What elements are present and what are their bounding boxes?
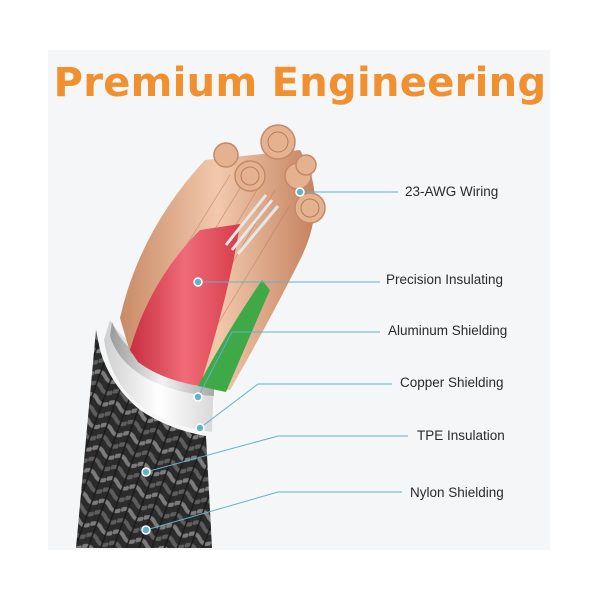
red-insulated-wire (130, 224, 240, 386)
label-23-awg-wiring: 23-AWG Wiring (405, 184, 499, 199)
label-tpe-insulation: TPE Insulation (417, 428, 505, 443)
label-aluminum-shielding: Aluminum Shielding (388, 323, 508, 338)
label-nylon-shielding: Nylon Shielding (410, 485, 504, 500)
page-title: Premium Engineering (53, 60, 547, 106)
silver-strands (224, 194, 280, 255)
label-copper-shielding: Copper Shielding (400, 375, 504, 390)
conductor-strand-ends (213, 124, 326, 224)
label-precision-insulating: Precision Insulating (386, 272, 504, 287)
